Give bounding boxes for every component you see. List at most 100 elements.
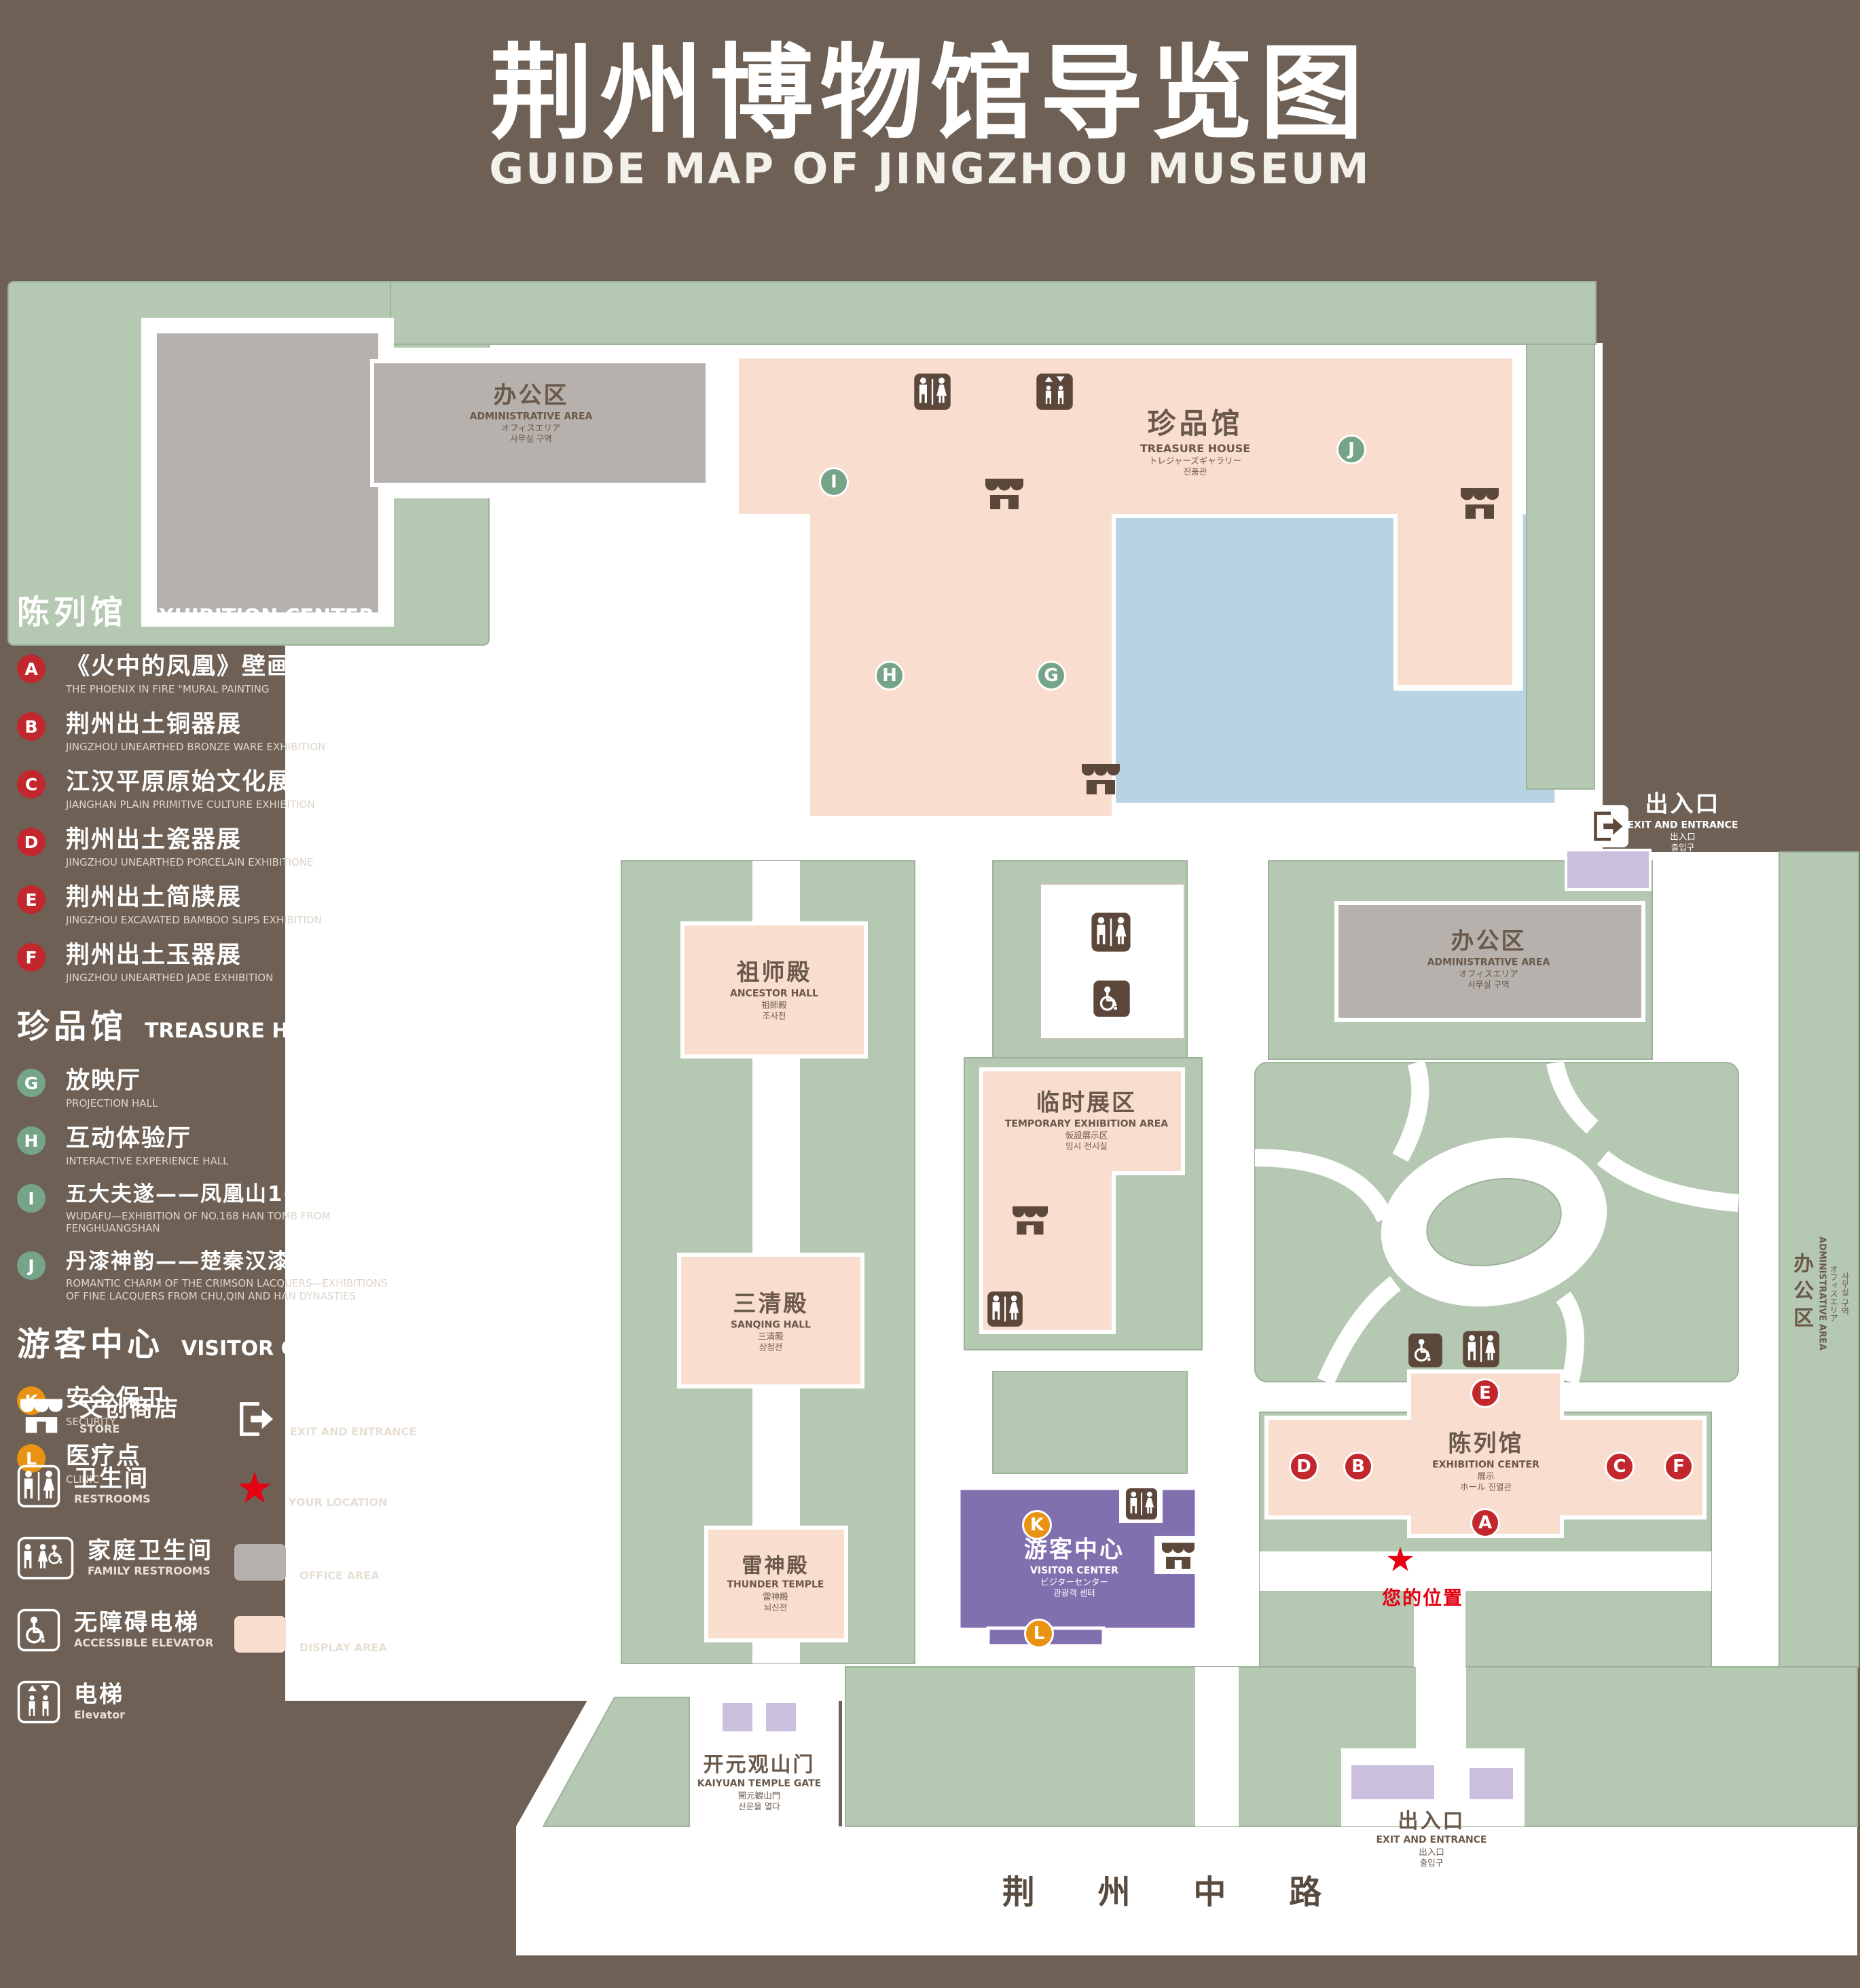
entrance-pad-bottom-2 — [1467, 1765, 1516, 1802]
label-thunder-temple: 雷神殿 THUNDER TEMPLE 雷神殿 뇌신전 — [727, 1553, 824, 1613]
section-visitor-center: 游客中心 VISITOR CENTER — [17, 1325, 371, 1364]
building-admin-topleft — [153, 329, 382, 616]
list-item: F 荆州出土玉器展 JINGZHOU UNEARTHED JADE EXHIBI… — [17, 942, 496, 984]
list-item: C 江汉平原原始文化展 JIANGHAN PLAIN PRIMITIVE CUL… — [17, 769, 496, 811]
map-marker-l: L — [1024, 1619, 1054, 1649]
garden-paths — [1254, 1059, 1739, 1386]
map-marker-a: A — [1470, 1508, 1500, 1538]
item-badge: E — [17, 885, 45, 914]
list-item: E 荆州出土简牍展 JINGZHOU EXCAVATED BAMBOO SLIP… — [17, 884, 496, 927]
label-admin-topleft: 办公区 ADMINISTRATIVE AREA オフィスエリア 사무실 구역 — [470, 381, 593, 444]
page-subtitle: GUIDE MAP OF JINGZHOU MUSEUM — [489, 144, 1371, 194]
accessible-restroom-icon — [1092, 979, 1131, 1018]
section-exhibition-center: 陈列馆 EXHIBITION CENTER — [17, 593, 375, 631]
item-badge: A — [17, 655, 45, 683]
building-admin-center — [1334, 901, 1645, 1022]
page-title: 荆州博物馆导览图 — [490, 33, 1370, 153]
list-item: K 安全保卫 SECURITY 1F — [17, 1385, 496, 1428]
item-badge: D — [17, 828, 45, 856]
map-marker-g: G — [1036, 661, 1066, 691]
label-sanqing-hall: 三清殿 SANQING HALL 三清殿 삼청전 — [730, 1290, 812, 1352]
map-marker-j: J — [1336, 435, 1366, 464]
map-marker-d: D — [1289, 1452, 1319, 1481]
building-thunder-temple — [704, 1526, 848, 1642]
label-kaiyuan-gate: 开元观山门 KAIYUAN TEMPLE GATE 開元観山門 산문을 열다 — [697, 1752, 822, 1812]
entrance-pad-bottom-1 — [1349, 1763, 1437, 1802]
list-item: D 荆州出土瓷器展 JINGZHOU UNEARTHED PORCELAIN E… — [17, 826, 496, 869]
label-your-location: 您的位置 — [1381, 1587, 1464, 1609]
elevator-icon — [1035, 372, 1074, 411]
building-temporary-exhibition — [979, 1067, 1185, 1334]
floor-label: 2F — [469, 1187, 496, 1213]
list-item: H 互动体验厅 INTERACTIVE EXPERIENCE HALL 1F — [17, 1125, 496, 1168]
label-exit-top: 出入口 EXIT AND ENTRANCE 出入口 출입구 — [1627, 790, 1738, 853]
building-exhibition-center — [1264, 1369, 1707, 1538]
restroom-icon — [1088, 911, 1134, 953]
list-item: I 五大夫遂——凤凰山168号汉墓展 WUDAFU—EXHIBITION OF … — [17, 1182, 496, 1235]
display-area-swatch — [234, 1616, 286, 1653]
floor-label: 1-2F — [446, 1254, 496, 1281]
floor-label: 1F — [469, 1129, 496, 1156]
restroom-icon — [17, 1465, 60, 1508]
restroom-icon — [1460, 1329, 1502, 1369]
label-en: ADMINISTRATIVE AREA — [469, 410, 593, 422]
label-treasure-house: 珍品馆 TREASURE HOUSE トレジャーズギャラリー 진품관 — [1139, 406, 1251, 477]
list-item: G 放映厅 PROJECTION HALL 1F — [17, 1067, 496, 1110]
map-marker-b: B — [1343, 1452, 1373, 1481]
floor-label: 1F — [469, 773, 496, 799]
building-ancestor-hall — [680, 921, 868, 1059]
item-badge: C — [17, 770, 45, 798]
your-location-star — [1387, 1547, 1413, 1571]
label-road: 荆 州 中 路 — [1002, 1873, 1348, 1911]
restroom-icon — [986, 1289, 1024, 1329]
list-item: B 荆州出土铜器展 JINGZHOU UNEARTHED BRONZE WARE… — [17, 711, 496, 754]
floor-label: 1F — [469, 715, 496, 741]
map-marker-h: H — [875, 661, 905, 691]
office-area-swatch — [234, 1544, 286, 1581]
list-item: A 《火中的凤凰》壁画 THE PHOENIX IN FIRE "MURAL P… — [17, 653, 496, 696]
item-badge: F — [17, 943, 45, 972]
gate-pillar-right — [763, 1700, 799, 1734]
map-marker-f: F — [1664, 1452, 1694, 1481]
floor-label: 2F — [469, 946, 496, 972]
store-icon — [1461, 488, 1499, 519]
map-marker-k: K — [1022, 1510, 1052, 1540]
label-cn: 办公区 — [493, 382, 569, 409]
map-marker-i: I — [819, 467, 849, 497]
family-restroom-icon — [17, 1536, 74, 1580]
road-jingzhou-middle — [516, 1826, 1857, 1955]
floor-label: 2F — [469, 888, 496, 915]
store-icon — [1082, 764, 1120, 794]
section-treasure-house: 珍品馆 TREASURE HOUSE — [17, 1008, 352, 1046]
restroom-icon — [1123, 1487, 1160, 1521]
lawn-right-strip — [1779, 851, 1859, 1668]
store-icon — [20, 1399, 62, 1433]
label-admin-center: 办公区 ADMINISTRATIVE AREA オフィスエリア 사무실 구역 — [1427, 927, 1550, 990]
label-visitor-center: 游客中心 VISITOR CENTER ビジターセンター 관광객 센터 — [1024, 1536, 1125, 1598]
location-star-icon — [238, 1472, 271, 1503]
label-temporary-exhibition: 临时展区 TEMPORARY EXHIBITION AREA 仮設展示区 임시 … — [1004, 1089, 1169, 1152]
map-marker-c: C — [1605, 1452, 1635, 1481]
item-badge: H — [17, 1126, 45, 1155]
item-badge: G — [17, 1069, 45, 1097]
exit-icon — [234, 1399, 276, 1439]
building-admin-topleft-wing — [370, 359, 710, 487]
accessible-elevator-icon — [17, 1608, 60, 1652]
elevator-icon — [17, 1680, 60, 1724]
item-badge: I — [17, 1184, 45, 1213]
floor-label: 1F — [469, 1389, 496, 1416]
visitor-store-tile — [1154, 1536, 1199, 1574]
sidebar-directory: 陈列馆 EXHIBITION CENTER A 《火中的凤凰》壁画 THE PH… — [17, 578, 496, 1501]
accessible-elevator-icon — [1407, 1332, 1444, 1369]
